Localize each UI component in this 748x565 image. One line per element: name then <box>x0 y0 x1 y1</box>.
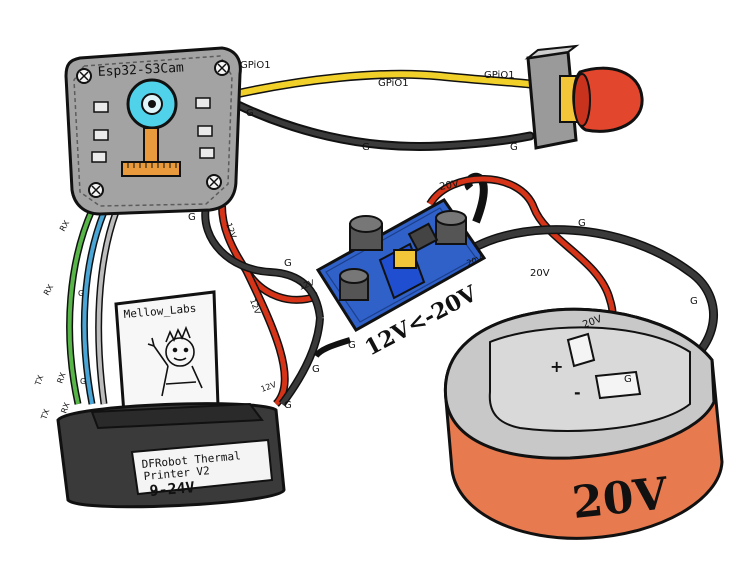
gnd-label-battery: G <box>578 218 586 229</box>
v20-label-right: 20V <box>530 268 550 279</box>
rx-label-4: RX <box>59 401 71 415</box>
gnd-label-esp-bottom: G <box>188 212 196 223</box>
gnd-label-printer: G <box>312 364 320 375</box>
camera-ribbon-icon <box>121 127 181 177</box>
gnd-label-converter: G <box>348 340 356 351</box>
battery-pack: + - 20V G 20V <box>443 307 724 540</box>
buck-converter: 12V<-20V <box>315 198 487 361</box>
v12-label-printer: 12V <box>260 380 278 394</box>
rx-label-3: RX <box>55 371 67 385</box>
push-button <box>524 44 644 150</box>
person-doodle-icon <box>147 325 203 397</box>
battery-terminal-positive <box>566 332 596 368</box>
battery-terminal-negative <box>594 370 642 400</box>
v20-label-top: 20V <box>439 179 460 193</box>
gnd-label-esp: G <box>246 108 254 119</box>
inductor-icon <box>407 222 439 252</box>
gnd-wire-printer <box>278 317 324 407</box>
battery-label-panel <box>488 326 691 432</box>
gnd-label-left: G <box>284 258 292 269</box>
gnd-label-tx: G <box>78 289 84 298</box>
battery-term-neg-label: G <box>624 374 632 385</box>
capacitor-icon <box>339 210 467 301</box>
tx-label-1: TX <box>33 373 46 387</box>
printer-paper: Mellow_Labs <box>114 290 220 416</box>
gnd-label-mid: G <box>362 142 370 153</box>
smd-component-icon <box>91 97 215 163</box>
gnd-label-right: G <box>690 296 698 307</box>
esp32-board: Esp32-S3Cam <box>64 46 242 216</box>
esp32-title: Esp32-S3Cam <box>97 61 184 80</box>
battery-voltage: 20V <box>570 468 671 529</box>
gnd-label-printer2: G <box>284 400 292 411</box>
gnd-label-tx2: G <box>80 377 86 386</box>
gpio-label-esp: GPiO1 <box>240 60 271 71</box>
gnd-label-button: G <box>510 142 518 153</box>
gpio-label-mid: GPiO1 <box>378 78 409 89</box>
battery-minus: - <box>574 383 581 402</box>
tx-label-2: TX <box>39 407 52 421</box>
thermal-printer: Mellow_Labs DFRobot Thermal Printer V2 9… <box>56 290 286 509</box>
potentiometer-icon <box>378 242 426 300</box>
wire-labels: GPiO1 GPiO1 GPiO1 G G G RX RX TX TX RX R… <box>33 60 698 422</box>
gpio-label-button: GPiO1 <box>484 70 515 81</box>
camera-lens-icon <box>126 78 178 130</box>
printer-voltage: 9-24V <box>149 478 196 500</box>
printer-name-line2: Printer V2 <box>143 464 210 483</box>
battery-plus: + <box>550 357 563 376</box>
paper-title: Mellow_Labs <box>123 302 197 321</box>
rx-label-2: RX <box>42 282 56 297</box>
rx-label-1: RX <box>58 218 72 233</box>
